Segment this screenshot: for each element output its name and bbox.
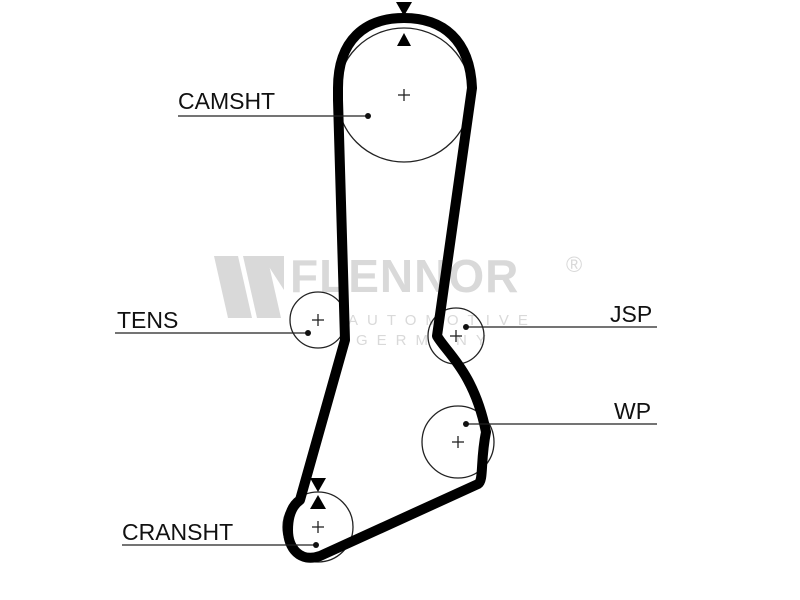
label-water-pump: WP: [614, 398, 651, 424]
water-pump-pulley: [421, 405, 495, 479]
leader-tensioner: [115, 330, 311, 336]
label-crankshaft: CRANSHT: [122, 519, 233, 545]
watermark: FLENNOR ® AUTOMOTIVE GERMANY: [214, 250, 582, 349]
leader-water-pump: [463, 421, 657, 427]
label-jsp: JSP: [610, 301, 652, 327]
leader-crankshaft: [122, 542, 319, 548]
watermark-brand: FLENNOR: [290, 250, 519, 302]
leader-camshaft: [178, 113, 371, 119]
camshaft-timing-mark-icon: [396, 2, 412, 46]
watermark-logo-icon: [214, 256, 284, 318]
camshaft-pulley: [336, 27, 472, 163]
crankshaft-timing-mark-icon: [310, 478, 326, 509]
watermark-line2: GERMANY: [356, 332, 495, 349]
label-camshaft: CAMSHT: [178, 88, 275, 114]
leader-jsp: [463, 324, 657, 330]
timing-belt: [283, 13, 491, 563]
watermark-registered-mark: ®: [566, 252, 582, 277]
label-tensioner: TENS: [117, 307, 178, 333]
